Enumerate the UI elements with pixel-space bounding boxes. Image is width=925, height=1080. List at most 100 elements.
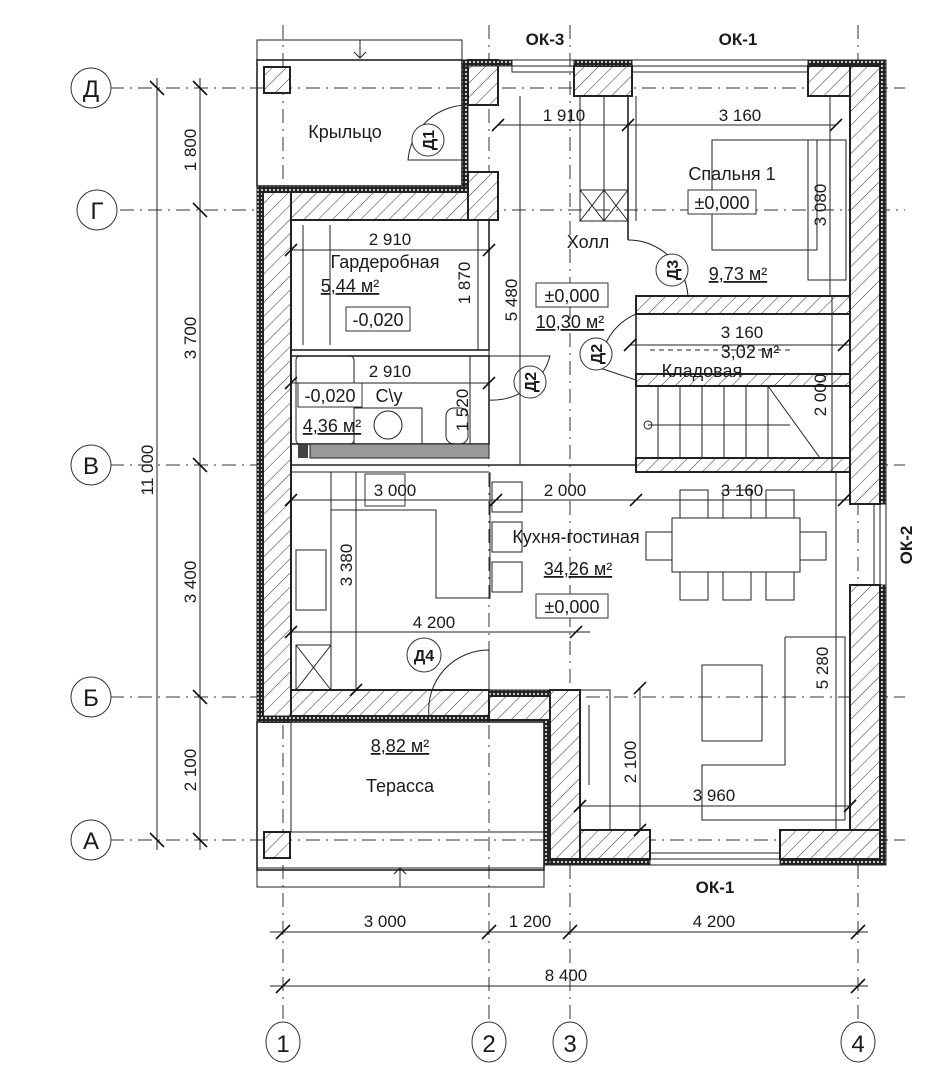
door-d2b-tag[interactable]: Д2: [579, 337, 613, 371]
cooktop: [364, 473, 406, 507]
dim-v-b: 3 400: [181, 561, 200, 604]
bathroom-partition: [309, 443, 490, 459]
axis-markers: Д Г В Б А 1 2 3 4: [70, 67, 876, 1063]
dim-kitchen-w3: 3 160: [721, 481, 764, 500]
sink: [295, 549, 327, 611]
window-label-ok1-bottom: ОК-1: [696, 878, 735, 897]
axis-marker-2: 2: [471, 1021, 507, 1063]
dim-living-height: 5 280: [813, 647, 832, 690]
svg-text:Д3: Д3: [665, 260, 682, 280]
door-d4-tag[interactable]: Д4: [406, 637, 442, 673]
nightstand: [807, 139, 847, 281]
washbasin: [373, 410, 403, 440]
bedroom-level: ±0,000: [695, 193, 750, 213]
tv-cabinet: [579, 689, 611, 831]
dim-wardrobe-width: 2 910: [369, 230, 412, 249]
windows: ОК-3 ОК-1 ОК-2 ОК-1: [511, 30, 916, 897]
svg-text:4: 4: [851, 1031, 864, 1058]
svg-text:3: 3: [563, 1031, 576, 1058]
axis-marker-g: Г: [76, 189, 118, 231]
svg-text:Д: Д: [83, 76, 99, 103]
dim-g-v: 3 700: [181, 317, 200, 360]
dim-2-3: 1 200: [509, 912, 552, 931]
dim-wardrobe-height: 1 870: [455, 262, 474, 305]
kitchen-area: 34,26 м²: [544, 559, 612, 579]
dim-bath-height: 1 520: [453, 389, 472, 432]
kitchen-label: Кухня-гостиная: [512, 527, 639, 547]
dim-b-a: 2 100: [181, 749, 200, 792]
bedroom-area: 9,73 м²: [709, 264, 767, 284]
dim-kitchen-w1: 3 000: [374, 481, 417, 500]
hall-label: Холл: [567, 232, 609, 252]
dim-total-width: 8 400: [545, 966, 588, 985]
window-label-ok3: ОК-3: [526, 30, 565, 49]
terrace-column: [263, 831, 291, 859]
wardrobe-level: -0,020: [352, 310, 403, 330]
storage-label: Кладовая: [662, 361, 743, 381]
bathroom-area: 4,36 м²: [303, 416, 361, 436]
dim-1-2: 3 000: [364, 912, 407, 931]
porch: Крыльцо: [256, 39, 463, 187]
bedroom-label: Спальня 1: [688, 164, 775, 184]
terrace-area: 8,82 м²: [371, 736, 429, 756]
dining-table: [671, 517, 801, 573]
dim-kitchen-w2: 2 000: [544, 481, 587, 500]
axis-marker-4: 4: [840, 1021, 876, 1063]
dim-corridor-height: 2 100: [621, 741, 640, 784]
door-d3-tag[interactable]: Д3: [655, 253, 689, 287]
wardrobe-label: Гардеробная: [331, 252, 440, 272]
axis-marker-3: 3: [552, 1021, 588, 1063]
bathroom-label: С\у: [376, 386, 403, 406]
bathroom-level: -0,020: [304, 386, 355, 406]
left-dimension-chain: 11 000 1 800 3 700 3 400 2 100: [138, 78, 208, 850]
svg-text:Д2: Д2: [523, 372, 540, 392]
wardrobe-area: 5,44 м²: [321, 276, 379, 296]
hall-area: 10,30 м²: [536, 312, 604, 332]
porch-column: [263, 66, 291, 94]
room-labels: Гардеробная 5,44 м² -0,020 -0,020 С\у 4,…: [297, 164, 779, 619]
doors: Д1 Д2 Д2 Д3 Д4: [406, 104, 689, 717]
coffee-table: [701, 664, 763, 742]
door-d1-swing: [407, 104, 469, 161]
dim-kitchen-height: 3 380: [337, 544, 356, 587]
svg-text:1: 1: [276, 1031, 289, 1058]
bottom-dimension-chain: 3 000 1 200 4 200 8 400: [270, 912, 868, 994]
svg-text:Д4: Д4: [414, 648, 434, 665]
svg-text:2: 2: [482, 1031, 495, 1058]
dim-kitchen-lower-width: 4 200: [413, 613, 456, 632]
dim-bedroom-height: 3 080: [811, 184, 830, 227]
kitchen-level: ±0,000: [545, 597, 600, 617]
exterior-walls: [256, 59, 887, 866]
svg-text:Д2: Д2: [589, 344, 606, 364]
dim-hall-height: 5 480: [502, 279, 521, 322]
axis-marker-v: В: [70, 444, 112, 486]
dim-d-g: 1 800: [181, 129, 200, 172]
svg-text:В: В: [83, 453, 99, 480]
toilet: [445, 407, 469, 445]
svg-text:Б: Б: [83, 685, 99, 712]
svg-text:Г: Г: [91, 198, 104, 225]
door-d4-swing: [428, 649, 490, 717]
dim-hall-width: 1 910: [543, 106, 586, 125]
hall-level: ±0,000: [545, 286, 600, 306]
interior-dimensions: 1 910 3 160 3 080 2 910 1 870 5 480 2 91…: [284, 96, 857, 837]
axis-marker-d: Д: [70, 67, 112, 109]
door-d2a-tag[interactable]: Д2: [513, 365, 547, 399]
window-label-ok2: ОК-2: [897, 526, 916, 565]
axis-marker-a: А: [70, 819, 112, 861]
dim-bedroom-width: 3 160: [719, 106, 762, 125]
corner-sofa: [701, 636, 846, 821]
axis-marker-1: 1: [265, 1021, 301, 1063]
terrace: 8,82 м² Терасса: [256, 721, 545, 888]
dim-3-4: 4 200: [693, 912, 736, 931]
dim-living-width: 3 960: [693, 786, 736, 805]
dim-stair-height: 2 000: [811, 374, 830, 417]
dim-bath-width: 2 910: [369, 362, 412, 381]
staircase: [643, 349, 821, 459]
axis-grid: [110, 25, 905, 1025]
svg-text:А: А: [83, 828, 99, 855]
door-d1-tag[interactable]: Д1: [411, 123, 445, 157]
dim-storage-width: 3 160: [721, 323, 764, 342]
terrace-label: Терасса: [366, 776, 435, 796]
